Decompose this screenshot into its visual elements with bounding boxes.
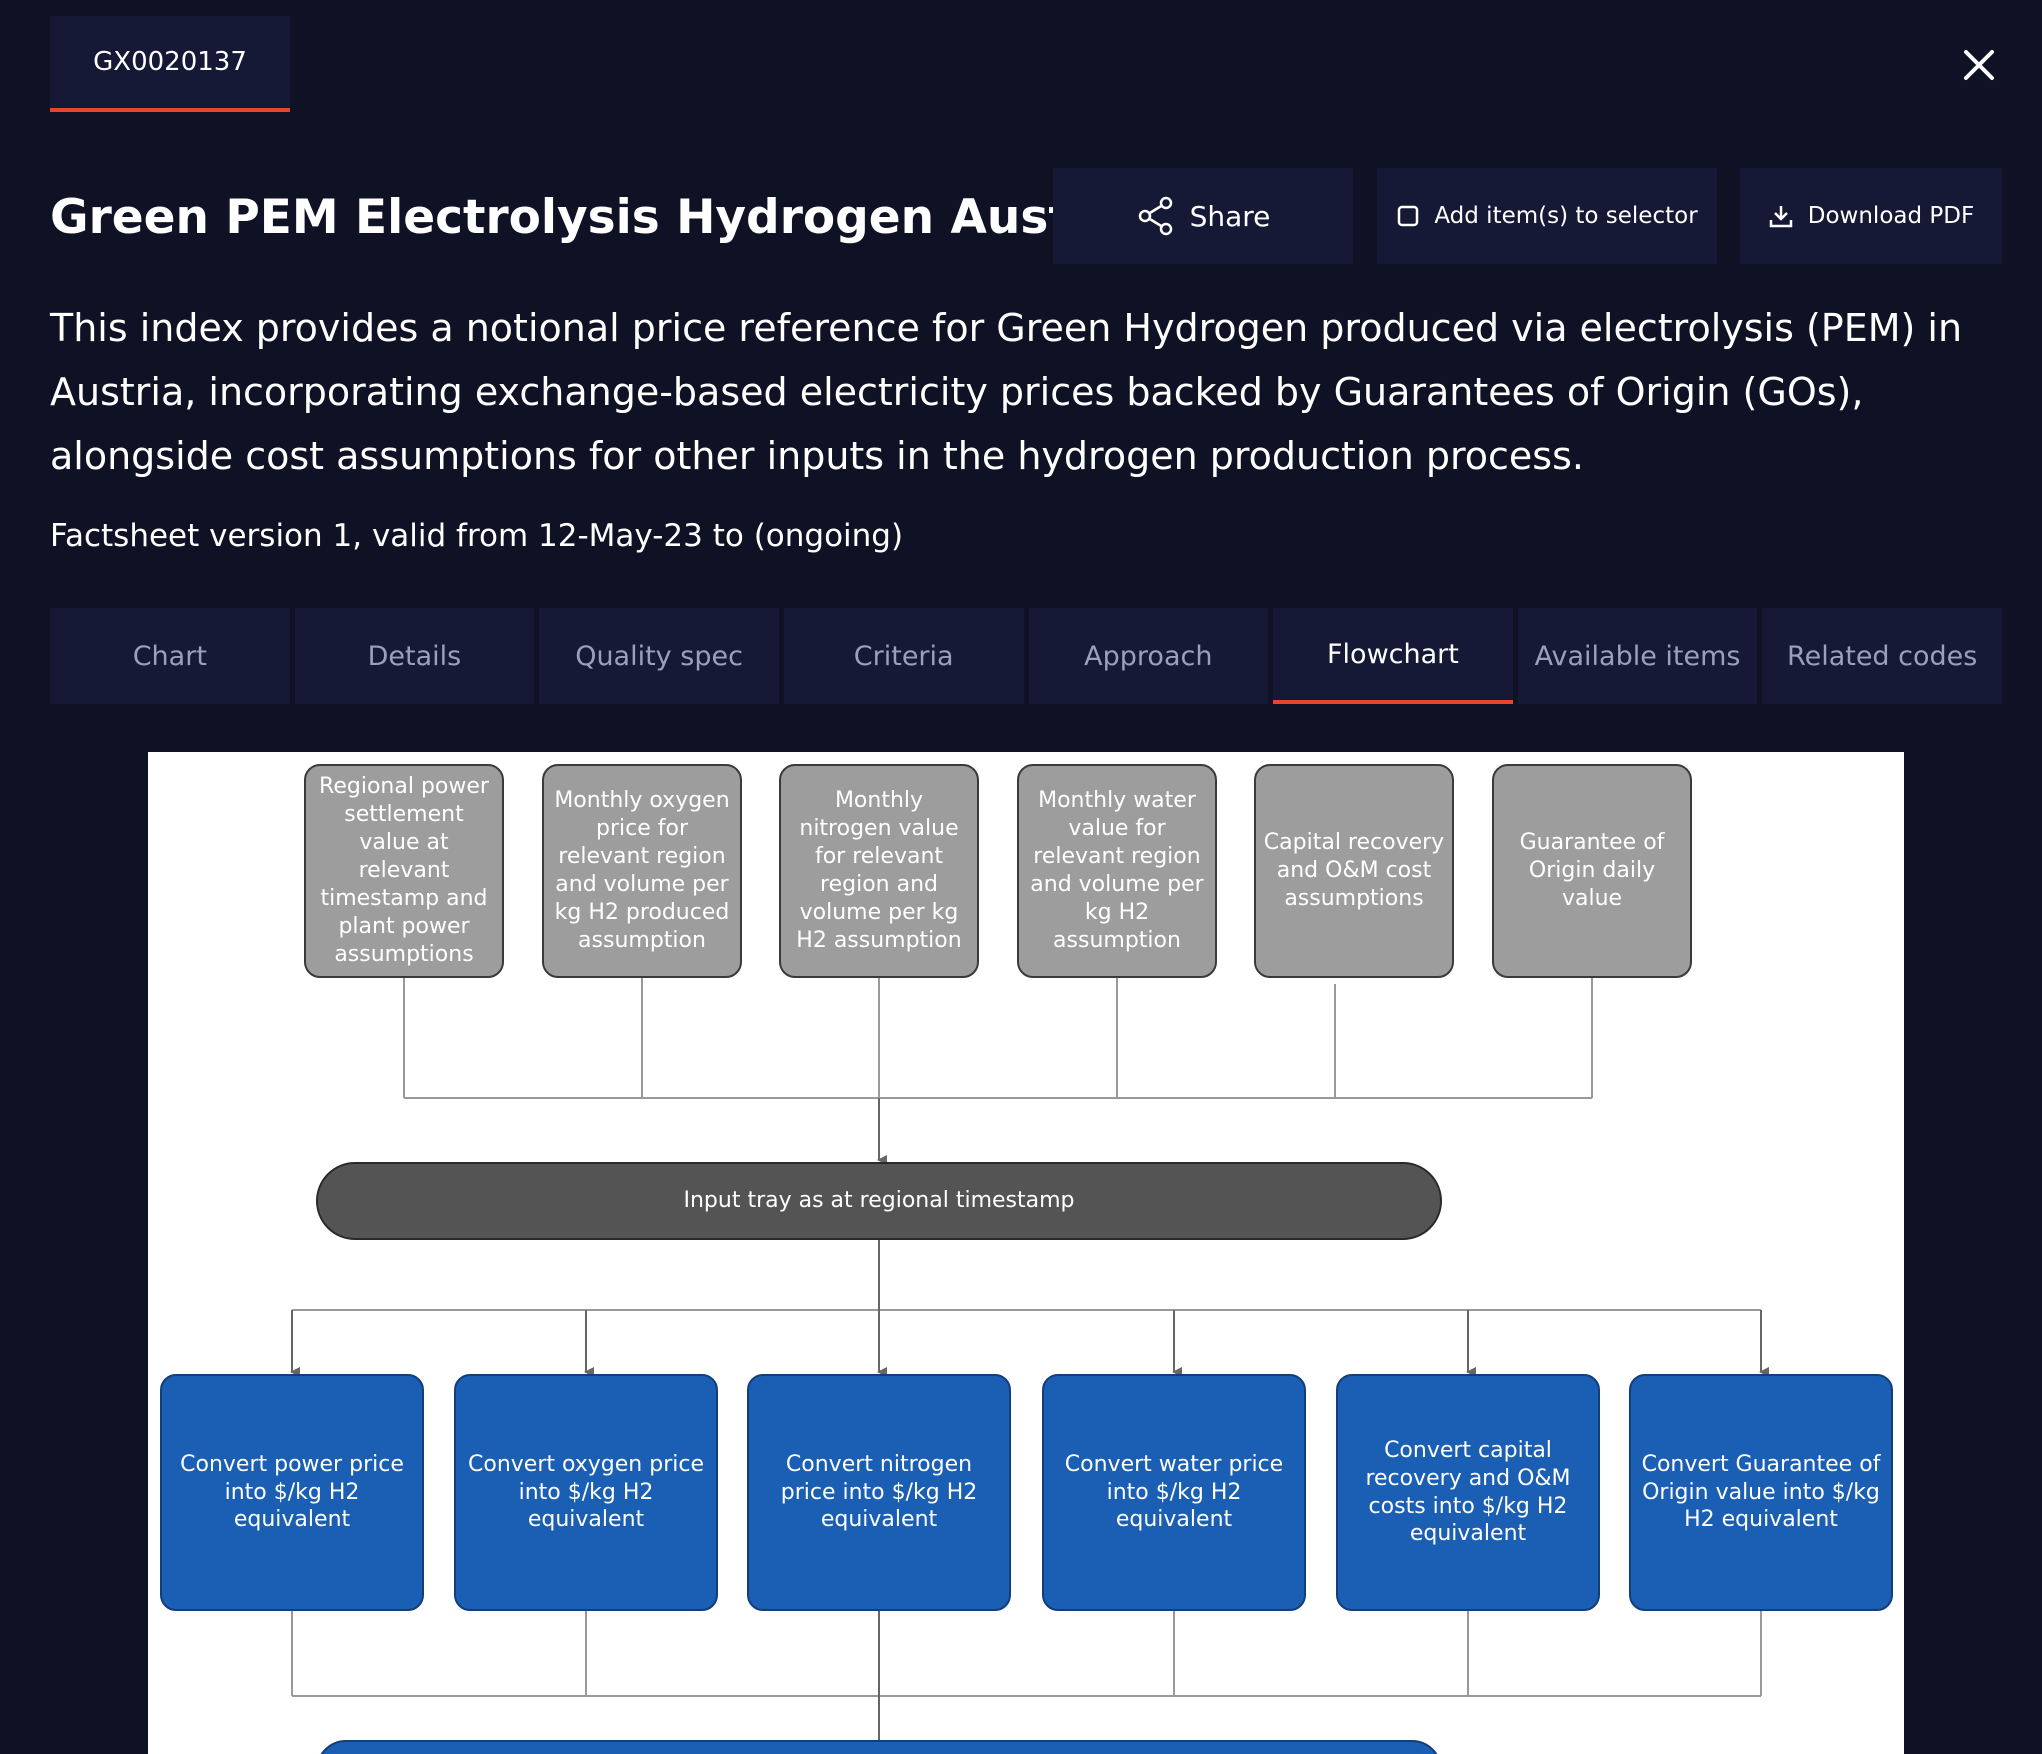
- code-tab-label: GX0020137: [93, 47, 247, 77]
- page-title: Green PEM Electrolysis Hydrogen Austria: [50, 190, 1142, 245]
- tab-flowchart[interactable]: Flowchart: [1273, 608, 1513, 704]
- input-oxygen-price-label: Monthly oxygen price for relevant region…: [554, 788, 730, 953]
- tab-bar: Chart Details Quality spec Criteria Appr…: [50, 608, 2002, 704]
- download-icon: [1769, 206, 1793, 228]
- index-description: This index provides a notional price ref…: [50, 306, 1963, 478]
- convert-water-price: Convert water price into $/kg H2 equival…: [1042, 1374, 1306, 1611]
- add-to-selector-label: Add item(s) to selector: [1434, 203, 1698, 229]
- close-icon[interactable]: [1958, 44, 2000, 86]
- checkbox-icon: [1398, 205, 1419, 227]
- input-oxygen-price: Monthly oxygen price for relevant region…: [542, 764, 742, 978]
- convert-power-price: Convert power price into $/kg H2 equival…: [160, 1374, 424, 1611]
- next-step-box: [316, 1740, 1442, 1754]
- convert-capital-recovery: Convert capital recovery and O&M costs i…: [1336, 1374, 1600, 1611]
- share-label: Share: [1189, 199, 1271, 233]
- input-water-value-label: Monthly water value for relevant region …: [1030, 788, 1204, 953]
- input-nitrogen-value: Monthly nitrogen value for relevant regi…: [779, 764, 979, 978]
- share-icon: [1138, 196, 1172, 236]
- tab-available-items[interactable]: Available items: [1517, 608, 1758, 704]
- tab-approach[interactable]: Approach: [1028, 608, 1269, 704]
- input-water-value: Monthly water value for relevant region …: [1017, 764, 1217, 978]
- flowchart-connectors: [290, 978, 1769, 1751]
- input-power-settlement-label: Regional power settlement value at relev…: [319, 774, 489, 967]
- add-to-selector-button[interactable]: Add item(s) to selector: [1377, 168, 1717, 264]
- input-tray: Input tray as at regional timestamp: [316, 1162, 1442, 1240]
- input-capital-recovery-label: Capital recovery and O&M cost assumption…: [1263, 830, 1445, 911]
- tab-criteria[interactable]: Criteria: [783, 608, 1024, 704]
- tab-quality-spec[interactable]: Quality spec: [539, 608, 779, 704]
- tab-details[interactable]: Details: [294, 608, 535, 704]
- factsheet-version: Factsheet version 1, valid from 12-May-2…: [50, 518, 904, 554]
- code-tab[interactable]: GX0020137: [50, 16, 290, 112]
- convert-nitrogen-price: Convert nitrogen price into $/kg H2 equi…: [747, 1374, 1011, 1611]
- download-pdf-button[interactable]: Download PDF: [1740, 168, 2002, 264]
- flowchart-panel: Regional power settlement value at relev…: [148, 752, 1904, 1754]
- tab-chart[interactable]: Chart: [50, 608, 290, 704]
- input-nitrogen-value-label: Monthly nitrogen value for relevant regi…: [796, 788, 962, 953]
- convert-water-price-label: Convert water price into $/kg H2 equival…: [1064, 1451, 1284, 1533]
- input-tray-label: Input tray as at regional timestamp: [683, 1188, 1075, 1214]
- convert-guarantee-of-origin-label: Convert Guarantee of Origin value into $…: [1641, 1451, 1881, 1533]
- convert-guarantee-of-origin: Convert Guarantee of Origin value into $…: [1629, 1374, 1893, 1611]
- input-capital-recovery: Capital recovery and O&M cost assumption…: [1254, 764, 1454, 978]
- convert-oxygen-price: Convert oxygen price into $/kg H2 equiva…: [454, 1374, 718, 1611]
- share-button[interactable]: Share: [1053, 168, 1353, 264]
- convert-power-price-label: Convert power price into $/kg H2 equival…: [180, 1451, 404, 1533]
- convert-oxygen-price-label: Convert oxygen price into $/kg H2 equiva…: [468, 1451, 704, 1533]
- convert-capital-recovery-label: Convert capital recovery and O&M costs i…: [1365, 1437, 1571, 1547]
- input-guarantee-of-origin-label: Guarantee of Origin daily value: [1519, 830, 1665, 911]
- convert-nitrogen-price-label: Convert nitrogen price into $/kg H2 equi…: [780, 1451, 978, 1533]
- download-pdf-label: Download PDF: [1807, 203, 1975, 229]
- tab-related-codes[interactable]: Related codes: [1762, 608, 2002, 704]
- input-power-settlement: Regional power settlement value at relev…: [304, 764, 504, 978]
- input-guarantee-of-origin: Guarantee of Origin daily value: [1492, 764, 1692, 978]
